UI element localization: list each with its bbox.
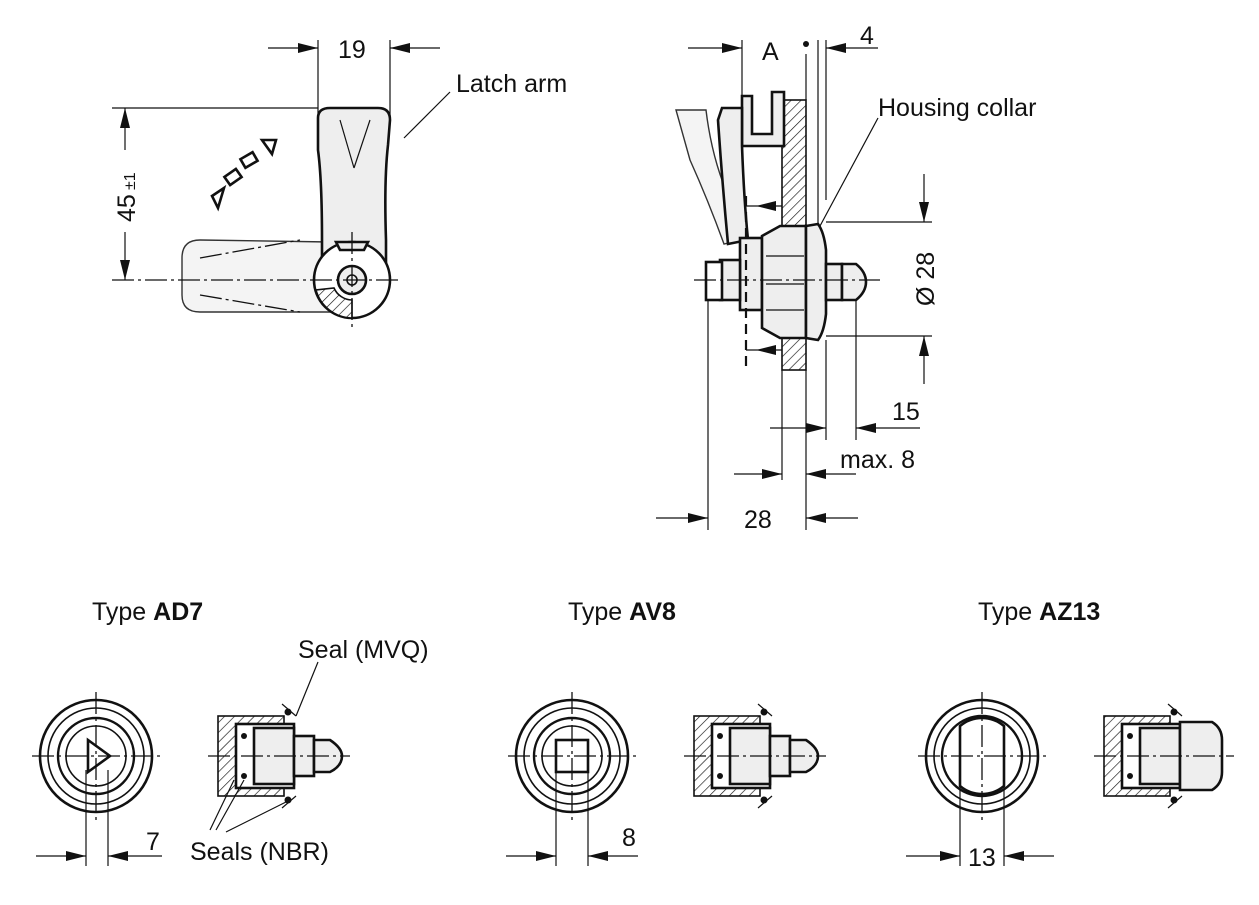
type-ad7: Type AD7 7 Seal (M	[32, 598, 429, 866]
label-housing-collar: Housing collar	[878, 94, 1036, 122]
type-az13-title: Type AZ13	[978, 598, 1100, 626]
dim-4: 4	[860, 22, 874, 50]
type-av8-title: Type AV8	[568, 598, 676, 626]
rotation-arrows-icon	[210, 138, 278, 212]
dim-max-8: max. 8	[840, 446, 915, 474]
latch-arm-shape	[316, 106, 392, 280]
label-seals-nbr: Seals (NBR)	[190, 838, 329, 866]
ghost-latch-arm	[181, 239, 331, 313]
type-ad7-section	[208, 703, 350, 809]
side-view: A 4 Housing collar Ø 28 15	[656, 22, 1036, 534]
nut	[760, 224, 808, 340]
type-av8-section	[684, 703, 826, 809]
label-seal-mvq: Seal (MVQ)	[298, 636, 429, 664]
type-ad7-dim: 7	[146, 828, 160, 856]
dim-15: 15	[892, 398, 920, 426]
type-az13-dim: 13	[968, 844, 996, 872]
dim-height-45-tolerance: ±1	[122, 172, 139, 190]
dim-width-19: 19	[338, 36, 366, 64]
front-view: 19 45 ±1 Latch arm	[112, 36, 567, 328]
dim-height-45: 45	[113, 194, 141, 222]
housing-body	[738, 236, 764, 312]
type-av8: Type AV8 8	[506, 598, 826, 866]
dim-28: 28	[744, 506, 772, 534]
label-view-a: A	[762, 38, 779, 66]
dim-diameter-28: Ø 28	[912, 252, 940, 306]
housing-collar-shape	[804, 222, 828, 342]
type-ad7-title: Type AD7	[92, 598, 203, 626]
label-latch-arm: Latch arm	[456, 70, 567, 98]
type-av8-dim: 8	[622, 824, 636, 852]
type-az13: Type AZ13 13	[906, 598, 1234, 872]
type-az13-section	[1094, 703, 1234, 809]
